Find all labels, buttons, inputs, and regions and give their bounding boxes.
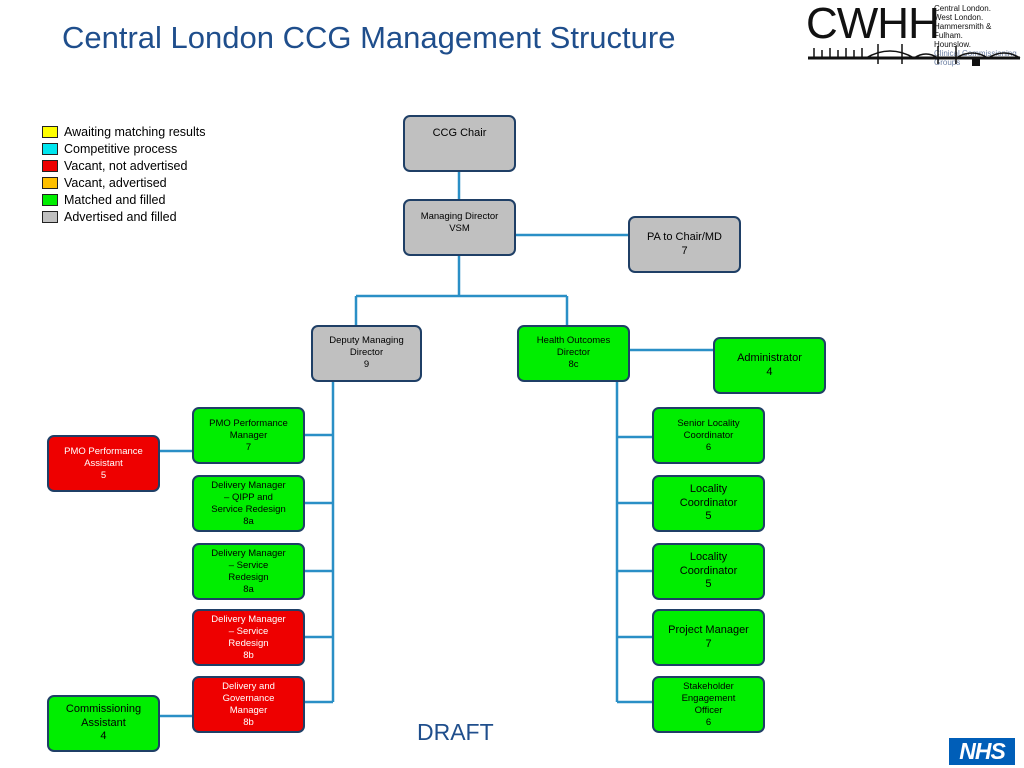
node-administrator: Administrator 4 — [713, 337, 826, 394]
legend-swatch — [42, 125, 58, 138]
legend-label: Vacant, advertised — [64, 175, 167, 190]
node-locality-coordinator: Locality Coordinator 5 — [652, 543, 765, 600]
legend-label: Competitive process — [64, 141, 178, 156]
node-pmo-performance-manager: PMO Performance Manager 7 — [192, 407, 305, 464]
legend-item: Vacant, not advertised — [42, 157, 206, 174]
draft-label: DRAFT — [417, 719, 494, 745]
legend-label: Matched and filled — [64, 192, 166, 207]
legend: Awaiting matching results Competitive pr… — [42, 123, 206, 225]
node-locality-coordinator: Locality Coordinator 5 — [652, 475, 765, 532]
legend-item: Advertised and filled — [42, 208, 206, 225]
legend-item: Awaiting matching results — [42, 123, 206, 140]
legend-label: Vacant, not advertised — [64, 158, 188, 173]
legend-label: Advertised and filled — [64, 209, 177, 224]
legend-item: Competitive process — [42, 140, 206, 157]
node-delivery-governance-manager: Delivery and Governance Manager 8b — [192, 676, 305, 733]
logo-wordmark: CWHH — [806, 0, 940, 48]
logo-line: Central London. — [934, 4, 991, 13]
legend-label: Awaiting matching results — [64, 124, 206, 139]
node-ccg-chair: CCG Chair — [403, 115, 516, 172]
legend-swatch — [42, 159, 58, 172]
logo-line: West London. — [934, 13, 984, 22]
legend-swatch — [42, 142, 58, 155]
node-project-manager: Project Manager 7 — [652, 609, 765, 666]
legend-item: Vacant, advertised — [42, 174, 206, 191]
legend-swatch — [42, 176, 58, 189]
node-health-outcomes-director: Health Outcomes Director 8c — [517, 325, 630, 382]
node-managing-director: Managing Director VSM — [403, 199, 516, 256]
cwhh-logo: CWHH Central London. West London. Hammer… — [806, 0, 1022, 70]
legend-swatch — [42, 210, 58, 223]
node-commissioning-assistant: Commissioning Assistant 4 — [47, 695, 160, 752]
node-delivery-manager-qipp: Delivery Manager – QIPP and Service Rede… — [192, 475, 305, 532]
node-pa-to-chair-md: PA to Chair/MD 7 — [628, 216, 741, 273]
logo-line: Hammersmith & Fulham. — [934, 22, 992, 40]
node-pmo-performance-assistant: PMO Performance Assistant 5 — [47, 435, 160, 492]
node-stakeholder-engagement-officer: Stakeholder Engagement Officer 6 — [652, 676, 765, 733]
legend-item: Matched and filled — [42, 191, 206, 208]
bridges-icon — [808, 44, 1021, 66]
page-title: Central London CCG Management Structure — [62, 20, 676, 55]
node-senior-locality-coordinator: Senior Locality Coordinator 6 — [652, 407, 765, 464]
node-delivery-manager-redesign-8a: Delivery Manager – Service Redesign 8a — [192, 543, 305, 600]
node-delivery-manager-redesign-8b: Delivery Manager – Service Redesign 8b — [192, 609, 305, 666]
logo-line: Hounslow. — [934, 40, 971, 49]
nhs-logo: NHS — [949, 738, 1015, 765]
legend-swatch — [42, 193, 58, 206]
node-deputy-managing-director: Deputy Managing Director 9 — [311, 325, 422, 382]
